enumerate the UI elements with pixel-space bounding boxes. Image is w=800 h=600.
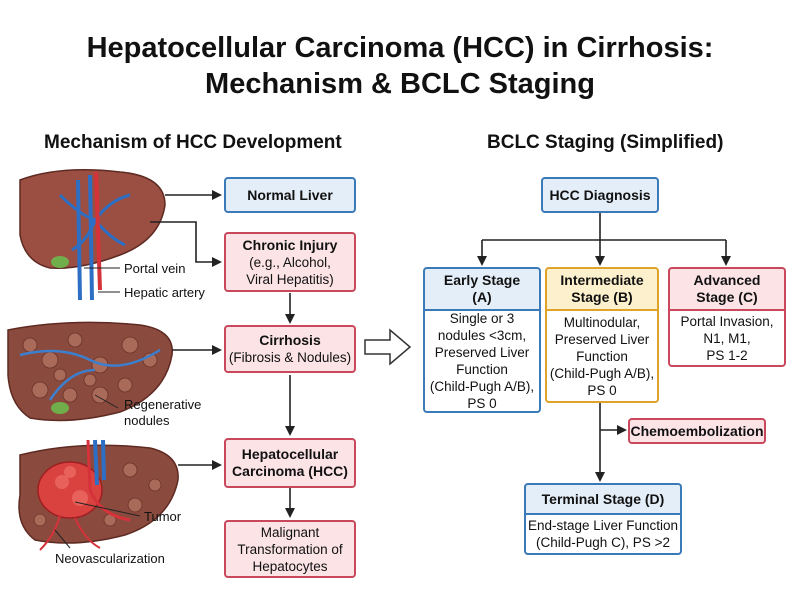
terminal-stage-header: Terminal Stage (D) (524, 483, 682, 515)
tumor-label: Tumor (144, 509, 182, 524)
early-title-1: Early Stage (443, 272, 521, 288)
early-title-2: (A) (472, 289, 492, 305)
title-line-1: Hepatocellular Carcinoma (HCC) in Cirrho… (86, 32, 714, 64)
hepatic-artery-label: Hepatic artery (124, 285, 205, 300)
bclc-heading: BCLC Staging (Simplified) (487, 132, 724, 153)
hcc-line-2: Carcinoma (HCC) (232, 463, 348, 479)
regenerative-nodules-label: Regenerative nodules (124, 397, 201, 429)
terminal-d2: (Child-Pugh C), PS >2 (536, 535, 670, 550)
advanced-stage-header: Advanced Stage (C) (668, 267, 786, 311)
advanced-title-1: Advanced (693, 272, 761, 288)
chemoembolization-box: Chemoembolization (628, 418, 766, 444)
intermediate-d2: Preserved Liver (554, 331, 650, 347)
normal-liver-illustration (19, 169, 166, 301)
intermediate-d3: Function (576, 348, 628, 364)
hcc-diagnosis-box: HCC Diagnosis (541, 177, 659, 213)
chemoembolization-text: Chemoembolization (630, 422, 764, 439)
mechanism-heading: Mechanism of HCC Development (44, 132, 342, 153)
malignant-line-1: Malignant (260, 524, 320, 540)
cirrhosis-title: Cirrhosis (259, 332, 321, 348)
terminal-stage-details: End-stage Liver Function (Child-Pugh C),… (524, 513, 682, 555)
terminal-title: Terminal Stage (D) (541, 490, 665, 507)
transition-arrow (364, 328, 412, 366)
cirrhosis-box: Cirrhosis (Fibrosis & Nodules) (224, 325, 356, 373)
advanced-d1: Portal Invasion, (680, 313, 774, 329)
intermediate-stage-details: Multinodular, Preserved Liver Function (… (545, 309, 659, 403)
title-line-2: Mechanism & BCLC Staging (205, 68, 595, 100)
early-d4: Function (456, 362, 508, 377)
early-d6: PS 0 (467, 396, 497, 411)
advanced-d3: PS 1-2 (706, 347, 748, 363)
advanced-title-2: Stage (C) (696, 289, 758, 305)
early-d1: Single or 3 (449, 311, 515, 326)
chronic-injury-title: Chronic Injury (242, 236, 338, 253)
hcc-box: Hepatocellular Carcinoma (HCC) (224, 438, 356, 488)
hcc-line-1: Hepatocellular (241, 446, 339, 462)
intermediate-d4: (Child-Pugh A/B), (549, 365, 655, 381)
chronic-injury-line-1: (e.g., Alcohol, (249, 254, 331, 270)
malignant-line-2: Transformation of (237, 541, 343, 557)
intermediate-d1: Multinodular, (563, 314, 641, 330)
intermediate-d5: PS 0 (587, 382, 617, 398)
early-d3: Preserved Liver (434, 345, 530, 360)
intermediate-title-2: Stage (B) (571, 289, 633, 305)
advanced-d2: N1, M1, (703, 330, 751, 346)
intermediate-title-1: Intermediate (560, 272, 644, 288)
early-d2: nodules <3cm, (437, 328, 527, 343)
hcc-diagnosis-text: HCC Diagnosis (549, 186, 651, 203)
portal-vein-label: Portal vein (124, 261, 186, 276)
terminal-d1: End-stage Liver Function (527, 518, 679, 533)
chronic-injury-box: Chronic Injury (e.g., Alcohol, Viral Hep… (224, 232, 356, 292)
malignant-box: Malignant Transformation of Hepatocytes (224, 520, 356, 578)
regen-line-2: nodules (124, 413, 170, 428)
cirrhotic-liver-illustration (7, 321, 173, 422)
advanced-stage-details: Portal Invasion, N1, M1, PS 1-2 (668, 309, 786, 367)
malignant-line-3: Hepatocytes (252, 558, 328, 574)
regen-line-1: Regenerative (124, 397, 202, 412)
cirrhosis-sub: (Fibrosis & Nodules) (228, 350, 352, 365)
hcc-liver-illustration (18, 439, 179, 551)
page-title: Hepatocellular Carcinoma (HCC) in Cirrho… (0, 30, 800, 102)
neovascularization-label: Neovascularization (55, 551, 165, 566)
normal-liver-text: Normal Liver (247, 186, 333, 203)
normal-liver-box: Normal Liver (224, 177, 356, 213)
chronic-injury-line-2: Viral Hepatitis) (246, 271, 334, 287)
early-d5: (Child-Pugh A/B), (429, 379, 535, 394)
early-stage-header: Early Stage (A) (423, 267, 541, 311)
early-stage-details: Single or 3 nodules <3cm, Preserved Live… (423, 309, 541, 413)
intermediate-stage-header: Intermediate Stage (B) (545, 267, 659, 311)
